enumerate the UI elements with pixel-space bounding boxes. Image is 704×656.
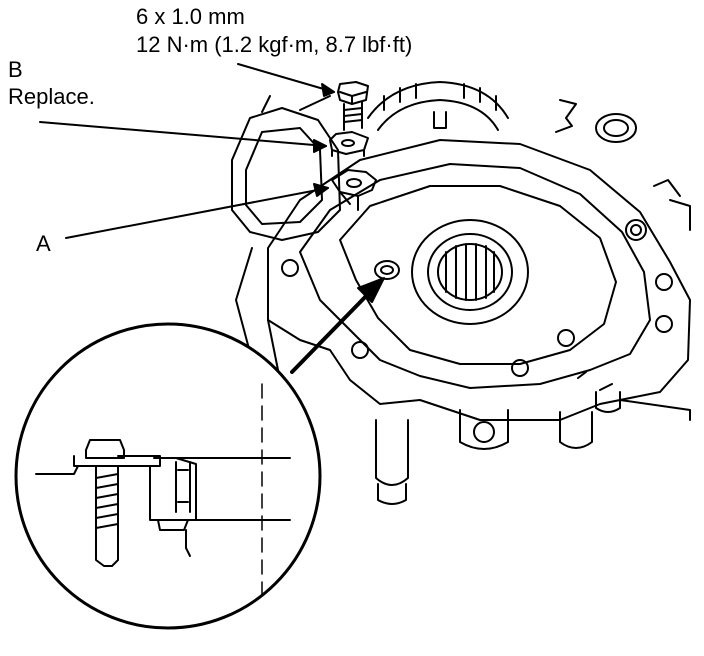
housing-outline bbox=[232, 82, 690, 504]
torque-spec-label: 12 N·m (1.2 kgf·m, 8.7 lbf·ft) bbox=[136, 32, 413, 57]
lock-plate-b bbox=[330, 132, 368, 156]
callout-b-letter: B bbox=[8, 57, 23, 82]
callout-a-letter: A bbox=[36, 231, 51, 256]
bolt-size-label: 6 x 1.0 mm bbox=[136, 4, 245, 29]
bolt-part bbox=[338, 82, 368, 130]
detail-inset bbox=[16, 324, 320, 628]
callout-b-note: Replace. bbox=[8, 84, 95, 109]
bracket-a bbox=[332, 170, 376, 210]
leader-lines bbox=[40, 64, 384, 372]
